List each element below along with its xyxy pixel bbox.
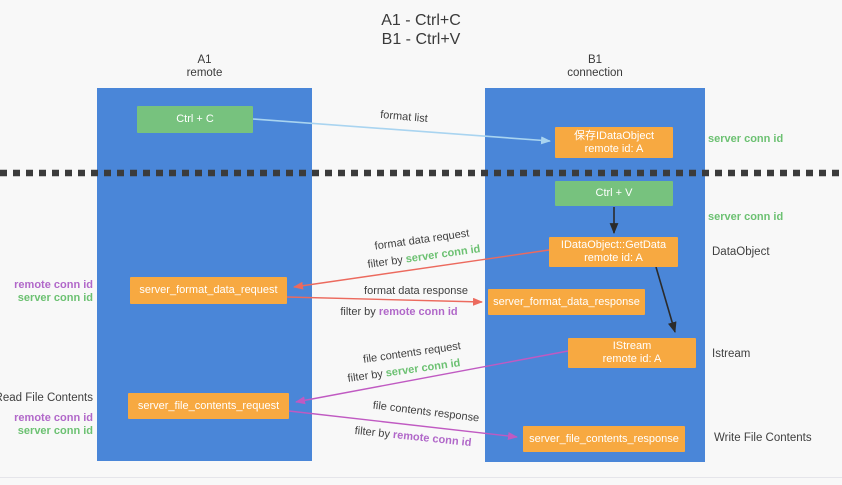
node-ctrl-v: Ctrl + V [555,181,673,206]
node-server-file-contents-response-label: server_file_contents_response [529,432,679,445]
write-file-contents-label: Write File Contents [714,432,812,444]
arrow-label-format-list: format list [379,108,429,126]
node-server-format-data-request: server_format_data_request [130,277,287,304]
node-idataobject-getdata-line2: remote id: A [584,252,643,264]
window-bottom-edge [0,477,842,478]
node-server-file-contents-request-label: server_file_contents_request [137,399,280,412]
title-line-1: A1 - Ctrl+C [381,12,461,29]
remote-conn-id-label: remote conn id [14,279,93,291]
node-idataobject-getdata-line1: IDataObject::GetData [560,239,667,251]
filter-by-text: filter by [366,254,404,271]
column-header-b1: B1 connection [485,54,705,80]
left-conn-ids-file: remote conn id server conn id [14,412,93,438]
column-header-a1: A1 remote [97,54,312,80]
arrow-label-file-contents-response: file contents response [372,399,480,425]
server-conn-id-right-top: server conn id [708,133,784,145]
node-server-file-contents-request: server_file_contents_request [128,393,289,419]
column-a1-id: A1 [197,54,212,66]
node-istream: IStream remote id: A [568,338,696,368]
node-save-idataobject-line1: 保存IDataObject [573,129,655,142]
node-ctrl-v-label: Ctrl + V [595,187,633,199]
left-conn-ids-format: remote conn id server conn id [14,279,93,305]
node-idataobject-getdata: IDataObject::GetData remote id: A [549,237,678,267]
title-line-2: B1 - Ctrl+V [381,31,461,48]
node-server-format-data-request-label: server_format_data_request [139,284,278,296]
remote-conn-id-text: remote conn id [392,428,472,450]
node-save-idataobject: 保存IDataObject remote id: A [555,127,673,158]
arrow-label-format-data-response: format data response [364,285,468,297]
column-b1-name: connection [567,67,623,79]
column-a1-name: remote [186,67,223,79]
remote-conn-id-text: remote conn id [378,306,458,318]
dataobject-label: DataObject [712,246,770,258]
server-conn-id-right-mid: server conn id [708,211,784,223]
node-save-idataobject-line2: remote id: A [584,142,644,155]
read-file-contents-label: Read File Contents [0,392,93,404]
node-ctrl-c-label: Ctrl + C [176,113,214,125]
node-ctrl-c: Ctrl + C [137,106,253,133]
filter-by-text: filter by [346,368,384,385]
istream-label: Istream [712,348,751,360]
server-conn-id-label: server conn id [17,292,93,304]
arrow-format-data-response [286,296,483,306]
node-istream-line2: remote id: A [602,353,662,365]
filter-by-text: filter by [340,306,376,318]
remote-conn-id-label: remote conn id [14,412,93,424]
diagram-title: A1 - Ctrl+C B1 - Ctrl+V [0,11,842,49]
filter-by-text: filter by [354,424,391,441]
server-conn-id-label: server conn id [17,425,93,437]
node-server-format-data-response: server_format_data_response [488,289,645,315]
column-b1-id: B1 [587,54,603,66]
node-istream-line1: IStream [612,340,652,352]
node-server-file-contents-response: server_file_contents_response [523,426,685,452]
node-server-format-data-response-label: server_format_data_response [493,295,640,308]
